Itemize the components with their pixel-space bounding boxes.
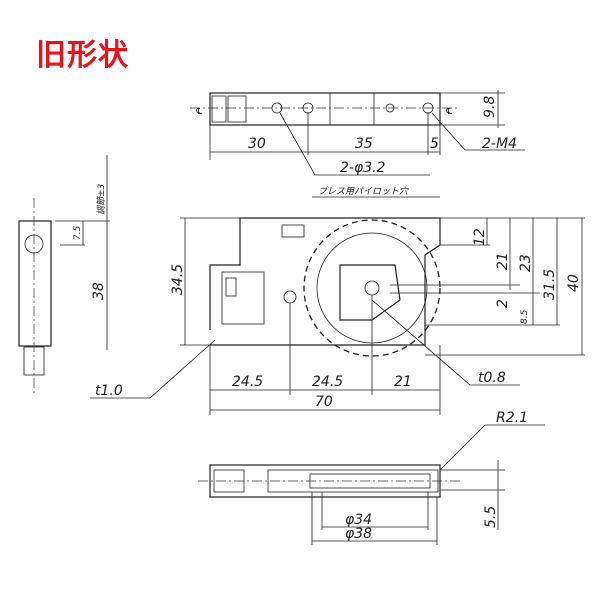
front-view: 34.5 12 21 23 31.5 40 2 8.5 24.5 24.5 21… [90, 217, 585, 415]
radius-note: R2.1 [496, 410, 528, 426]
dim-31-5: 31.5 [542, 269, 558, 300]
dim-24-5-b: 24.5 [312, 374, 343, 390]
dim-24-5-a: 24.5 [232, 374, 263, 390]
dim-9-8: 9.8 [482, 96, 498, 118]
dim-12: 12 [472, 228, 488, 246]
dim-40: 40 [566, 274, 582, 292]
side-view: 7.5 38 調節±3 [18, 155, 110, 395]
dim-21-bottom: 21 [394, 374, 412, 390]
dia-38: φ38 [345, 526, 372, 542]
thread-note: 2-M4 [482, 136, 517, 152]
dim-21: 21 [495, 252, 511, 270]
dim-8-5: 8.5 [520, 309, 530, 324]
dim-35: 35 [355, 136, 373, 152]
dim-2: 2 [495, 299, 511, 308]
cover-thickness: t0.8 [478, 370, 506, 386]
centerline-mark: ℄ [195, 107, 203, 117]
bottom-view: R2.1 φ34 φ38 5.5 [198, 410, 545, 545]
top-view: ℄ ℄ 30 35 5 9.8 2-M4 2-φ3.2 プレス用パイロット穴 [190, 90, 525, 198]
adjust-note: 調節±3 [96, 183, 107, 215]
dim-7-5: 7.5 [73, 225, 83, 240]
drawing-title: 旧形状 [36, 38, 129, 73]
dim-34-5: 34.5 [170, 264, 186, 295]
plate-thickness: t1.0 [95, 383, 123, 399]
hole-caption: プレス用パイロット穴 [318, 186, 409, 197]
dim-70: 70 [315, 394, 333, 410]
hole-note: 2-φ3.2 [340, 160, 386, 176]
dim-30: 30 [248, 136, 266, 152]
centerline-mark: ℄ [445, 107, 453, 117]
dia-34: φ34 [345, 512, 372, 528]
dim-5: 5 [430, 136, 439, 152]
dim-5-5: 5.5 [483, 506, 499, 528]
dim-38: 38 [91, 282, 107, 300]
dim-23: 23 [518, 254, 534, 272]
